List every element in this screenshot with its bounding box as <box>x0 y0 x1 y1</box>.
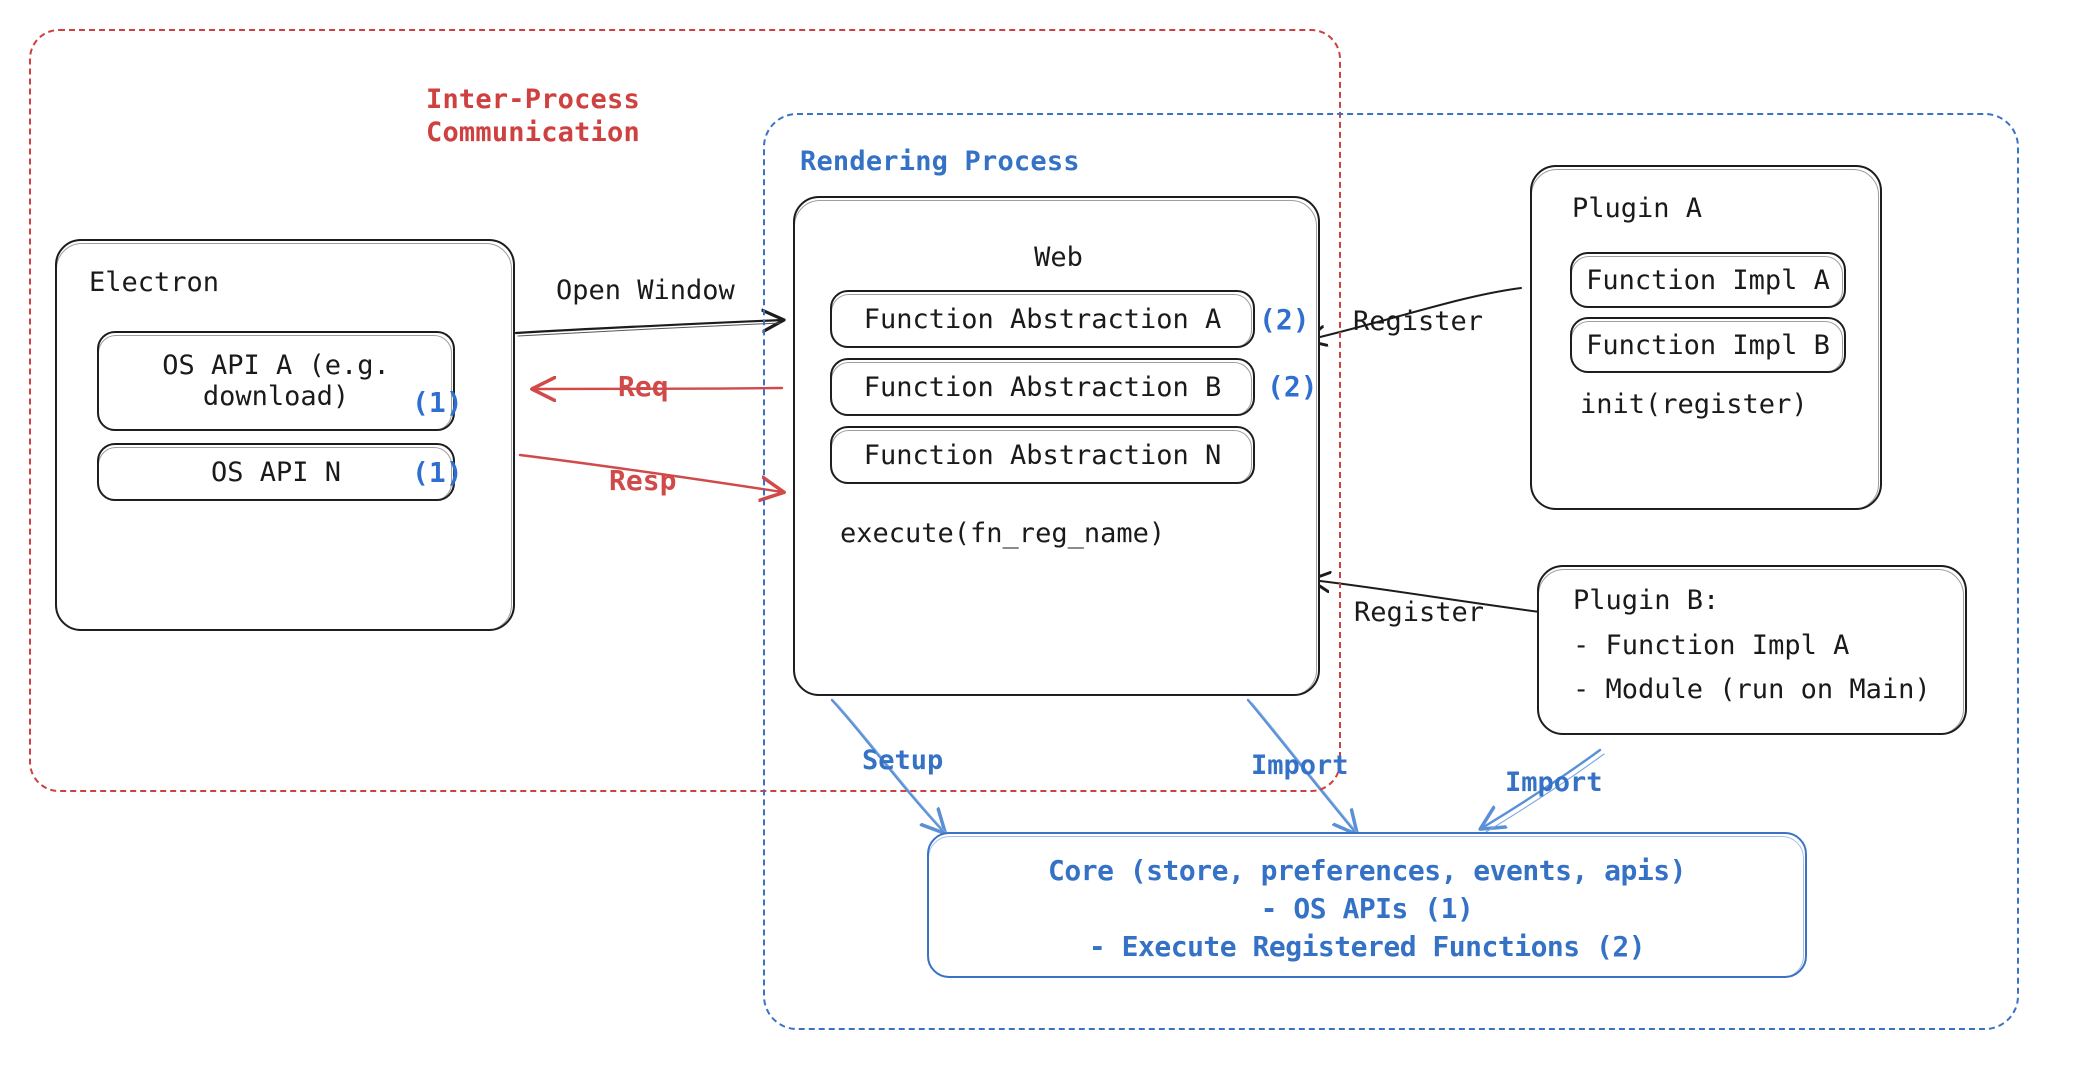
function-abstraction-a-label: Function Abstraction A <box>863 303 1222 335</box>
plugin-b-line-function-impl-a: - Function Impl A <box>1573 630 1850 661</box>
plugin-a-init-label: init(register) <box>1580 389 1808 420</box>
web-execute-label: execute(fn_reg_name) <box>840 518 1166 549</box>
function-impl-b-label: Function Impl B <box>1586 329 1830 361</box>
os-api-a-box[interactable]: OS API A (e.g. download) <box>97 331 455 431</box>
region-rendering-process-label: Rendering Process <box>800 146 1080 177</box>
function-abstraction-b-label: Function Abstraction B <box>863 371 1222 403</box>
edge-label-register-b: Register <box>1354 597 1485 628</box>
plugin-b-title: Plugin B: <box>1573 585 1720 616</box>
edge-label-setup: Setup <box>862 745 944 776</box>
os-api-a-label: OS API A (e.g. download) <box>162 350 390 412</box>
core-line-os-apis: - OS APIs (1) <box>1260 891 1474 925</box>
function-impl-a-label: Function Impl A <box>1586 264 1830 296</box>
os-api-n-label: OS API N <box>210 456 342 488</box>
edge-label-resp: Resp <box>609 464 677 497</box>
core-line-execute: - Execute Registered Functions (2) <box>1088 929 1646 963</box>
function-abstraction-n-box[interactable]: Function Abstraction N <box>830 426 1255 484</box>
web-title: Web <box>1034 242 1083 273</box>
edge-label-import-web: Import <box>1251 750 1349 781</box>
core-line-main: Core (store, preferences, events, apis) <box>1048 854 1686 887</box>
region-ipc <box>29 29 1341 792</box>
edge-label-req: Req <box>618 370 669 403</box>
edge-label-open-window: Open Window <box>556 275 735 306</box>
plugin-b-box[interactable]: Plugin B: - Function Impl A - Module (ru… <box>1537 565 1967 735</box>
region-ipc-label: Inter-Process Communication <box>426 84 640 148</box>
web-box[interactable]: Web Function Abstraction A (2) Function … <box>793 196 1320 696</box>
function-impl-a-box[interactable]: Function Impl A <box>1570 252 1846 308</box>
function-abstraction-b-mark: (2) <box>1267 370 1318 403</box>
function-abstraction-b-box[interactable]: Function Abstraction B <box>830 358 1255 416</box>
plugin-a-title: Plugin A <box>1572 193 1703 224</box>
plugin-b-line-module: - Module (run on Main) <box>1573 674 1931 705</box>
os-api-n-box[interactable]: OS API N <box>97 443 455 501</box>
plugin-a-box[interactable]: Plugin A Function Impl A Function Impl B… <box>1530 165 1882 510</box>
region-rendering-process <box>763 113 2019 1030</box>
core-box[interactable]: Core (store, preferences, events, apis) … <box>927 832 1807 978</box>
os-api-n-mark: (1) <box>412 456 463 489</box>
function-abstraction-n-label: Function Abstraction N <box>863 439 1222 471</box>
os-api-a-mark: (1) <box>412 386 463 419</box>
electron-title: Electron <box>89 267 220 298</box>
function-impl-b-box[interactable]: Function Impl B <box>1570 317 1846 373</box>
function-abstraction-a-mark: (2) <box>1259 303 1310 336</box>
edge-label-register-a: Register <box>1353 306 1484 337</box>
edge-label-import-plugin: Import <box>1505 767 1603 798</box>
function-abstraction-a-box[interactable]: Function Abstraction A <box>830 290 1255 348</box>
electron-box[interactable]: Electron OS API A (e.g. download) (1) OS… <box>55 239 515 631</box>
